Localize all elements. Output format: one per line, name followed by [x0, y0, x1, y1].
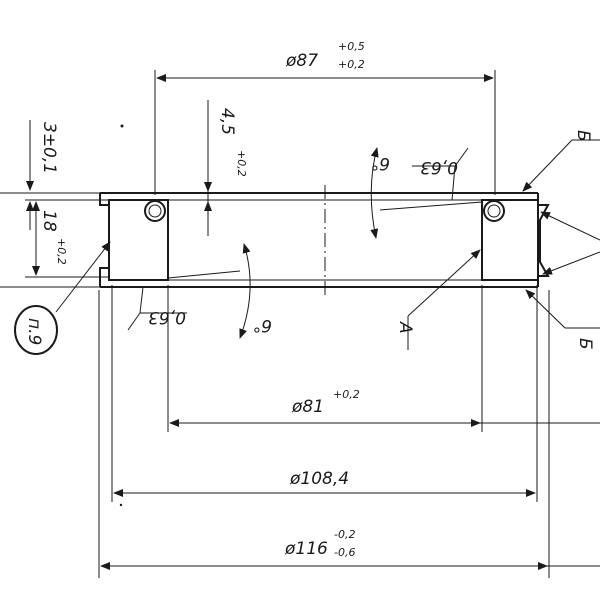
dim-angle-top: 6° — [370, 147, 390, 239]
dim-angle-top-text: 6° — [371, 153, 390, 173]
dim-top-diameter-main: ø87 — [285, 51, 318, 71]
dim-angle-bottom: 6° — [239, 243, 272, 339]
roughness-top: 0,63 — [412, 147, 469, 201]
dim-mid-diameter-text: ø108,4 — [289, 469, 349, 489]
dim-outer-diameter: ø116 -0,2 -0,6 — [100, 528, 600, 570]
left-spring-ring — [144, 200, 166, 222]
label-section-a: А — [395, 321, 415, 334]
dim-outer-diameter-main: ø116 — [284, 539, 328, 559]
right-seal-hatch — [481, 199, 539, 281]
dim-groove-depth-sup: +0,2 — [235, 150, 248, 177]
label-note: п.9 — [24, 318, 44, 345]
note-bubble — [14, 305, 58, 355]
stray-dot — [120, 124, 124, 128]
right-end-profile — [537, 193, 550, 287]
callout-section-a: А — [395, 249, 481, 350]
left-seal-hatch — [108, 199, 169, 281]
callout-note: п.9 — [14, 241, 111, 355]
dim-groove-depth-main: 4,5 — [217, 108, 237, 135]
dim-groove-depth: 4,5 +0,2 — [204, 100, 248, 236]
dim-left-edge: 3±0,1 — [26, 120, 59, 230]
dim-inner-diameter-sup: +0,2 — [333, 388, 360, 401]
roughness-bottom-text: 0,63 — [148, 307, 186, 327]
callout-groove-arrows — [540, 211, 600, 275]
dim-angle-bottom-text: 6° — [253, 315, 272, 335]
extension-lines — [0, 70, 550, 578]
roughness-top-text: 0,63 — [420, 157, 458, 177]
seal-ring-section — [99, 185, 550, 295]
dim-height: 18 +0,2 — [32, 201, 68, 276]
dim-height-main: 18 — [39, 210, 59, 232]
label-view-b-top: Б — [573, 130, 593, 142]
top-taper-line — [379, 201, 483, 211]
dim-top-diameter-lower: +0,2 — [338, 58, 365, 71]
callout-view-b-bottom: Б — [525, 289, 600, 350]
stray-dot — [119, 503, 123, 507]
roughness-bottom: 0,63 — [127, 286, 187, 331]
dim-inner-diameter: ø81 +0,2 — [169, 388, 600, 427]
dim-left-edge-text: 3±0,1 — [39, 122, 59, 174]
dim-outer-diameter-upper: -0,2 — [334, 528, 355, 541]
callout-view-b-top: Б — [522, 130, 600, 192]
dim-height-sup: +0,2 — [55, 238, 68, 265]
dim-inner-diameter-main: ø81 — [291, 397, 324, 417]
left-end-profile — [99, 193, 110, 287]
label-view-b-bottom: Б — [575, 338, 595, 350]
bottom-taper-line — [167, 270, 241, 279]
dim-top-diameter: ø87 +0,5 +0,2 — [156, 40, 494, 82]
dim-outer-diameter-lower: -0,6 — [334, 546, 355, 559]
dim-top-diameter-upper: +0,5 — [338, 40, 365, 53]
dim-mid-diameter: ø108,4 — [113, 469, 536, 497]
right-spring-ring — [483, 200, 505, 222]
